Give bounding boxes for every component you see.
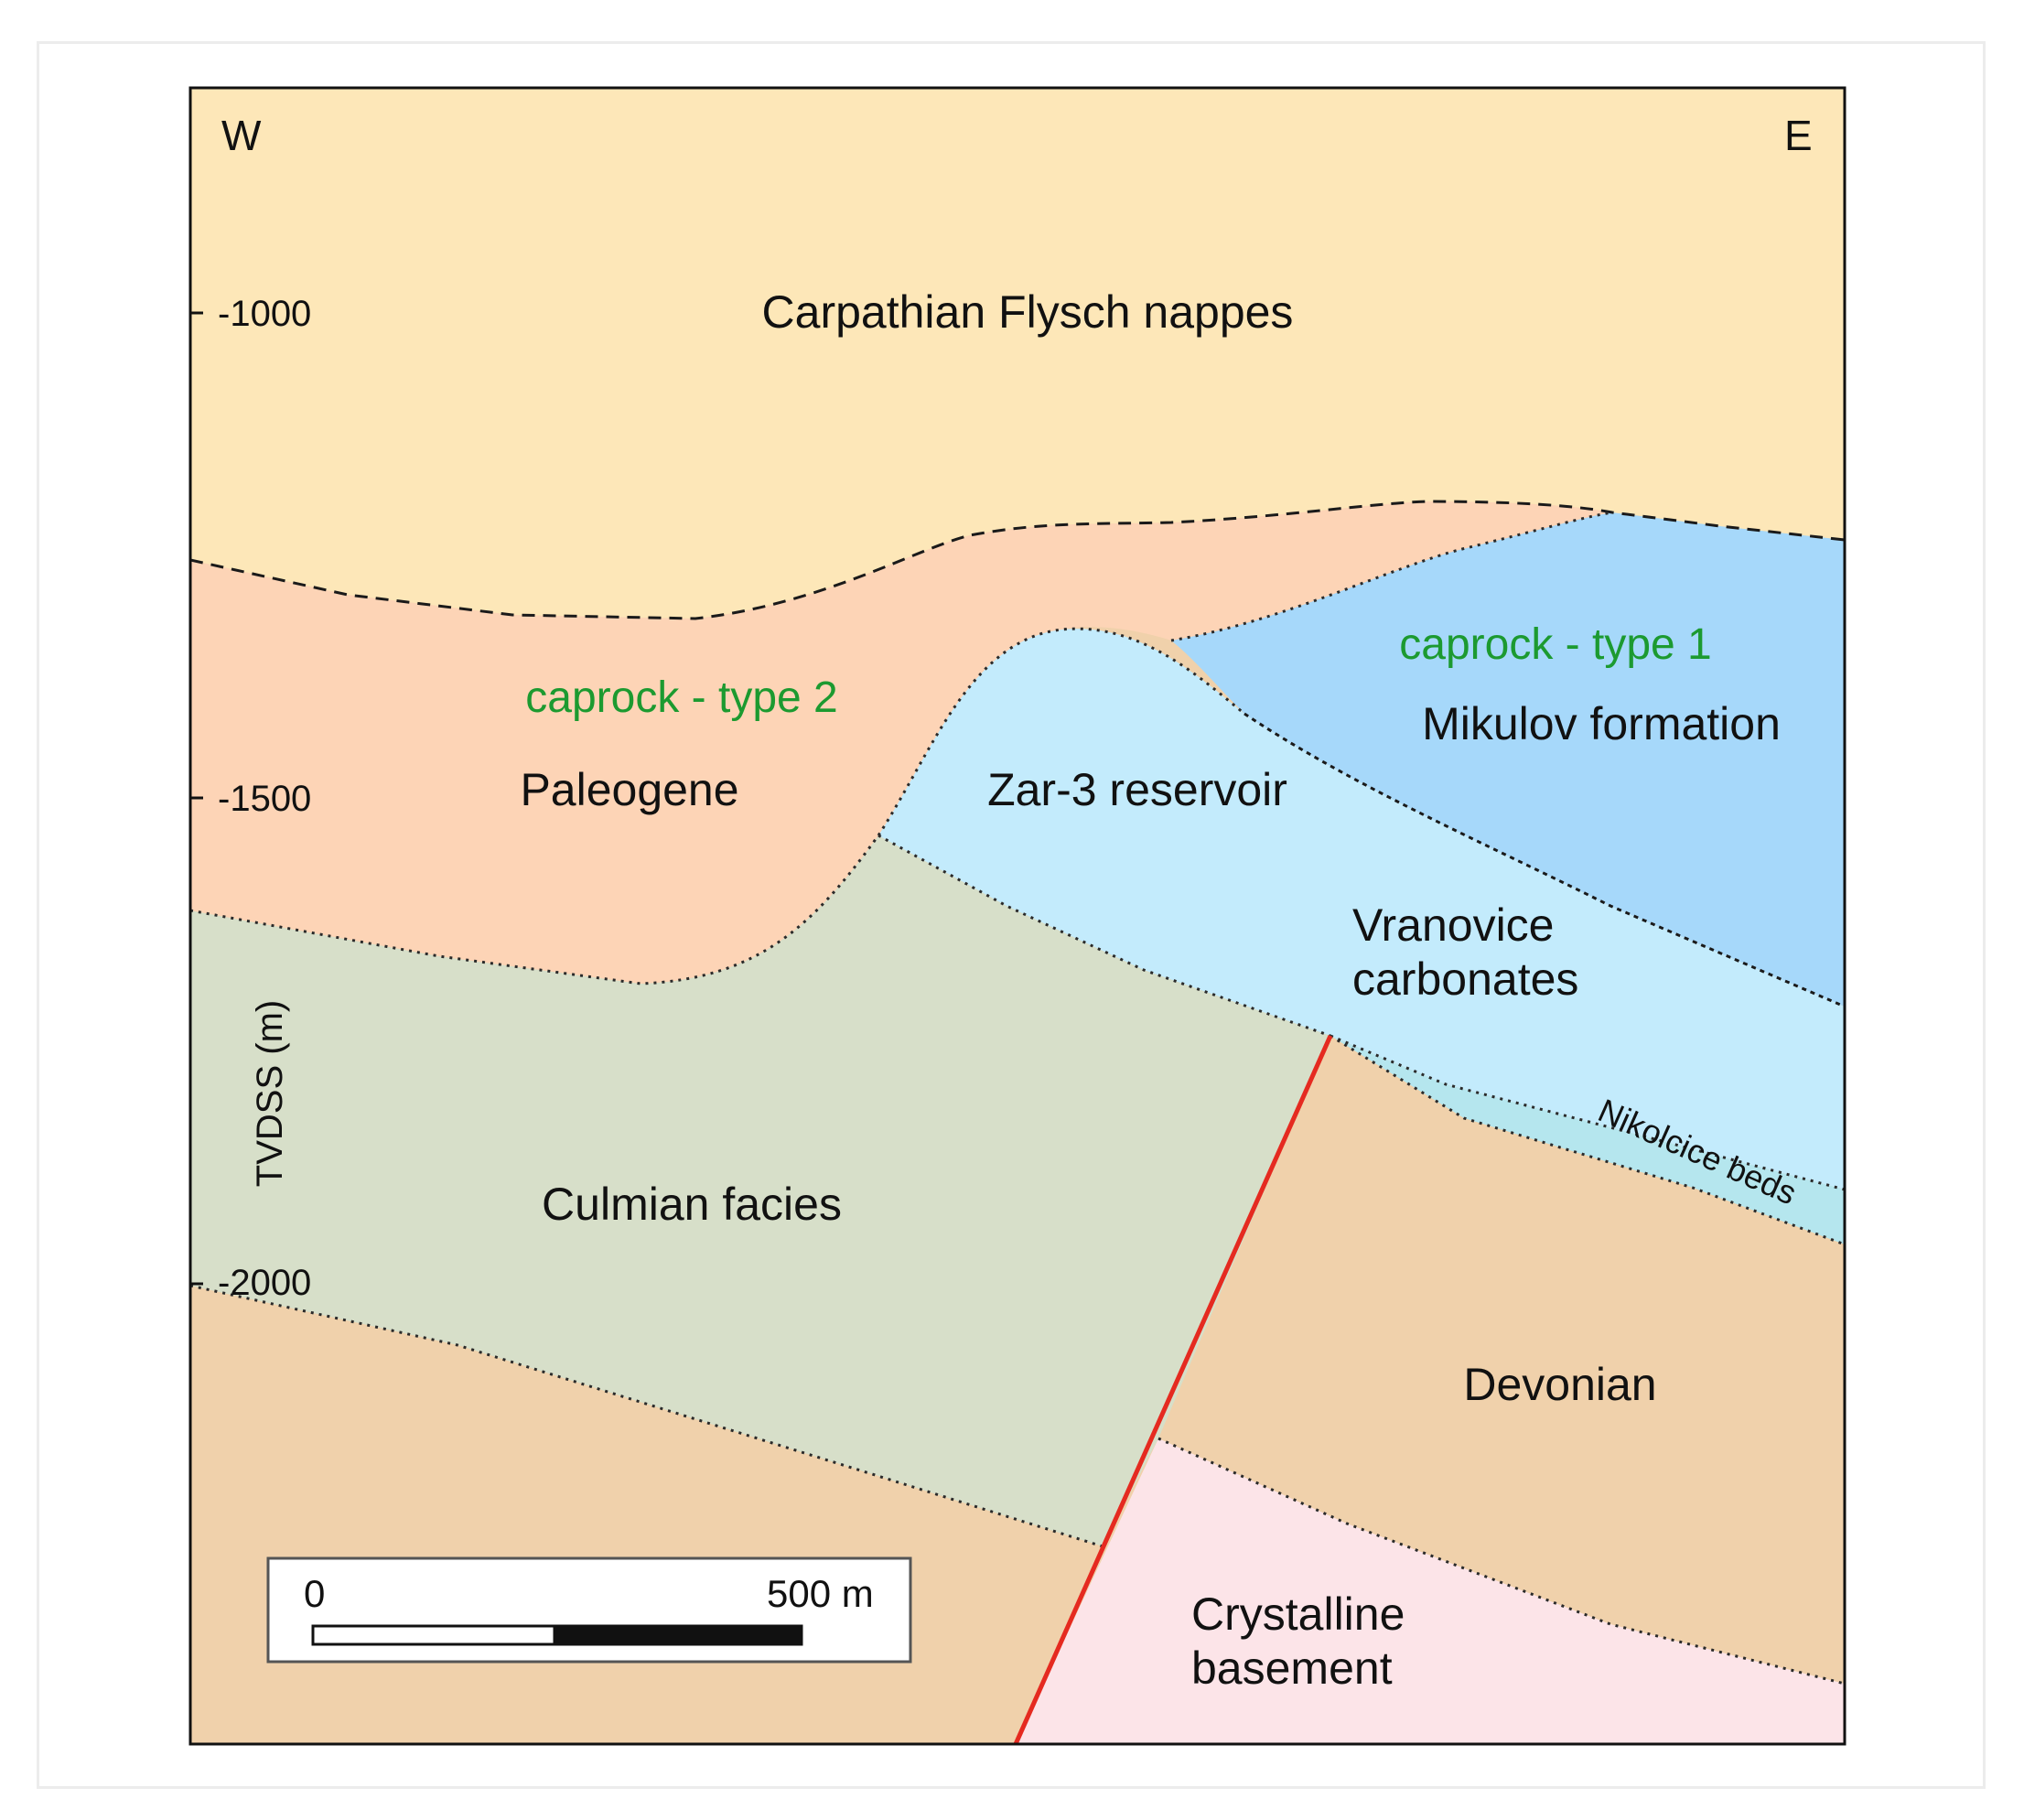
carpathian-flysch-area xyxy=(190,88,1845,619)
culmian-facies-area xyxy=(190,835,1330,1546)
mikulov-label: Mikulov formation xyxy=(1422,698,1781,749)
culmian-label: Culmian facies xyxy=(542,1179,842,1230)
scale-bar-white-segment xyxy=(311,1624,556,1646)
paleogene-label: Paleogene xyxy=(520,764,738,815)
east-label: E xyxy=(1784,112,1813,159)
depth-tick-label: -2000 xyxy=(218,1263,311,1303)
devonian-label: Devonian xyxy=(1463,1359,1656,1410)
depth-axis-title: TVDSS (m) xyxy=(250,1000,290,1187)
nikolcice-upper-boundary xyxy=(1330,1034,1845,1191)
reservoir-lower-boundary xyxy=(877,834,1331,1038)
mikulov-upper-boundary xyxy=(1170,511,1613,642)
paleogene-lower-boundary xyxy=(190,835,880,985)
vranovice-label-line2: carbonates xyxy=(1352,953,1578,1005)
nikolcice-beds-area xyxy=(1330,1036,1845,1244)
vranovice-label-line1: Vranovice xyxy=(1352,899,1554,951)
depth-tick-label: -1500 xyxy=(218,779,311,819)
scale-bar-end-label: 500 m xyxy=(767,1572,874,1615)
reservoir-label: Zar-3 reservoir xyxy=(987,764,1287,815)
mikulov-lower-boundary xyxy=(1243,712,1845,1008)
basement-label-line1: Crystalline xyxy=(1191,1588,1405,1640)
mikulov-formation-area xyxy=(1171,512,1845,1007)
flysch-label: Carpathian Flysch nappes xyxy=(762,286,1294,338)
reservoir-upper-boundary xyxy=(877,627,1245,836)
flysch-thrust-boundary xyxy=(190,500,1845,620)
caprock-type2-label: caprock - type 2 xyxy=(525,673,837,722)
paleogene-area xyxy=(190,501,1612,984)
scale-bar-black-segment xyxy=(553,1624,803,1646)
basement-upper-boundary xyxy=(1157,1437,1845,1685)
depth-tick-label: -1000 xyxy=(218,294,311,334)
section-border xyxy=(188,86,1846,1746)
caprock-type1-label: caprock - type 1 xyxy=(1399,620,1711,669)
crystalline-basement-area xyxy=(1016,1438,1845,1744)
scale-bar-start-label: 0 xyxy=(304,1572,325,1615)
fault-line xyxy=(1013,1034,1333,1744)
basement-label-line2: basement xyxy=(1191,1642,1393,1694)
scale-bar: 0 500 m xyxy=(266,1556,912,1664)
west-label: W xyxy=(221,112,262,159)
zar3-reservoir-area xyxy=(878,629,1845,1190)
